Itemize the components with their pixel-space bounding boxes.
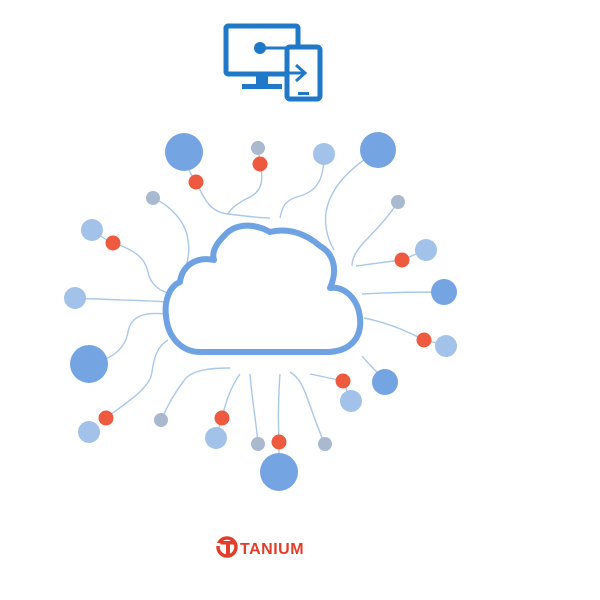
connector-line	[152, 197, 190, 273]
connector-line	[277, 373, 281, 443]
tanium-logo: TANIUM	[214, 536, 304, 558]
connector-line	[289, 371, 326, 445]
node-light	[64, 287, 86, 309]
node-light	[81, 219, 103, 241]
node-light	[205, 427, 227, 449]
connector-line	[112, 242, 173, 295]
node-medium	[431, 279, 457, 305]
node-large	[70, 345, 108, 383]
connector-line	[351, 201, 399, 267]
connector-line	[105, 339, 169, 419]
node-red	[271, 434, 287, 450]
node-small	[146, 191, 160, 205]
node-light	[435, 335, 457, 357]
remote-device-icon	[223, 23, 323, 102]
node-light	[415, 239, 437, 261]
node-small	[251, 437, 265, 451]
connector-line	[249, 373, 259, 445]
brand-name: TANIUM	[240, 541, 304, 558]
node-red	[214, 410, 230, 426]
connector-line	[279, 153, 325, 219]
connector-line	[363, 317, 425, 341]
connector-line	[160, 367, 231, 421]
node-large	[260, 453, 298, 491]
node-small	[318, 437, 332, 451]
node-red	[98, 410, 114, 426]
connector-line	[74, 297, 167, 303]
network-nodes	[64, 132, 457, 491]
node-light	[313, 143, 335, 165]
node-red	[252, 156, 268, 172]
node-medium	[372, 369, 398, 395]
node-large	[165, 133, 203, 171]
node-small	[251, 141, 265, 155]
node-red	[394, 252, 410, 268]
node-red	[335, 373, 351, 389]
node-small	[154, 413, 168, 427]
node-light	[340, 390, 362, 412]
tanium-t-icon	[214, 536, 238, 558]
node-large	[360, 132, 396, 168]
node-red	[188, 174, 204, 190]
network-connection-lines	[74, 147, 447, 472]
connector-line	[195, 181, 271, 219]
cloud-icon	[162, 222, 364, 355]
node-light	[78, 421, 100, 443]
node-small	[391, 195, 405, 209]
connector-line	[227, 163, 263, 215]
node-red	[416, 332, 432, 348]
node-red	[105, 235, 121, 251]
connector-line	[324, 149, 379, 251]
